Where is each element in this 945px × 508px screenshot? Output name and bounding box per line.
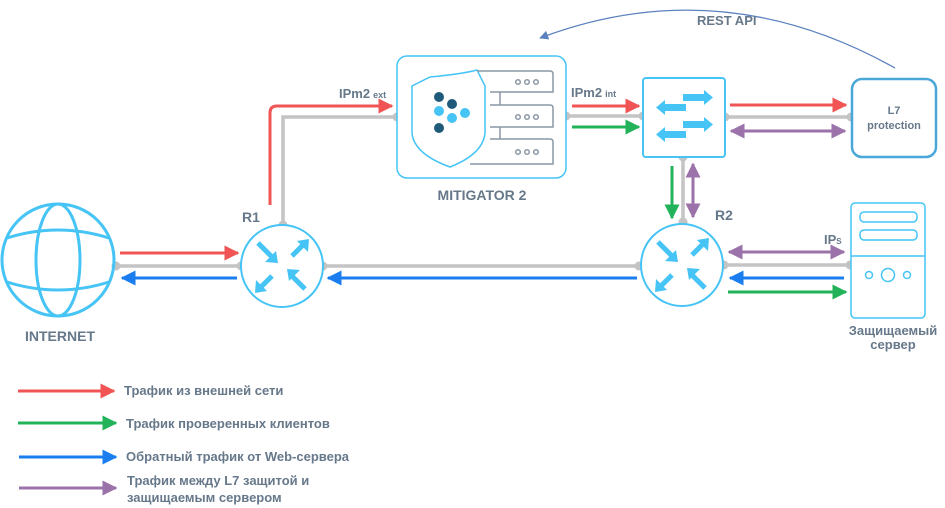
l7-protection-node: L7 protection <box>850 77 938 159</box>
server-label-line2: сервер <box>870 337 915 352</box>
ips-label: IPS <box>824 232 842 247</box>
globe-icon <box>0 202 116 318</box>
l7-label-line2: protection <box>867 120 921 132</box>
arrow-external-r1-mitigator <box>268 98 394 205</box>
legend-item: Обратный трафик от Web-сервера <box>19 449 350 465</box>
protected-server-node: Защищаемый сервер <box>849 202 937 352</box>
legend-item: Трафик между L7 защитой и защищаемым сер… <box>19 473 309 505</box>
rest-api-label: REST API <box>697 13 756 28</box>
legend-item: Трафик из внешней сети <box>18 383 283 399</box>
legend-label: Обратный трафик от Web-сервера <box>126 449 350 464</box>
legend-label: Трафик проверенных клиентов <box>126 416 330 431</box>
legend-label-line1: Трафик между L7 защитой и <box>127 473 309 488</box>
r2-label: R2 <box>715 207 733 223</box>
internet-node: INTERNET <box>0 202 116 344</box>
internet-label: INTERNET <box>25 328 95 344</box>
switch-node <box>642 77 726 158</box>
router-r1: R1 <box>240 209 324 308</box>
legend-item: Трафик проверенных клиентов <box>18 415 330 431</box>
router-icon <box>240 224 324 308</box>
links <box>116 114 851 268</box>
switch-arrows-icon <box>656 90 713 142</box>
legend: Трафик из внешней сети Трафик проверенны… <box>18 383 350 505</box>
mitigator-node: MITIGATOR 2 <box>396 55 567 203</box>
r1-label: R1 <box>242 209 260 225</box>
link-r1-mitigator <box>281 115 397 225</box>
legend-label: Трафик из внешней сети <box>124 383 283 398</box>
server-rack-icon <box>470 70 554 165</box>
l7-label-line1: L7 <box>888 105 901 117</box>
server-label-line1: Защищаемый <box>849 323 937 338</box>
legend-label-line2: защищаемым сервером <box>127 490 282 505</box>
traffic-arrows <box>120 97 848 300</box>
server-tower-icon <box>850 202 926 319</box>
mitigator-label: MITIGATOR 2 <box>438 187 527 203</box>
shield-icon <box>411 69 486 168</box>
router-icon <box>640 223 724 307</box>
router-r2: R2 <box>640 207 733 307</box>
rest-api-arrow <box>539 9 896 69</box>
